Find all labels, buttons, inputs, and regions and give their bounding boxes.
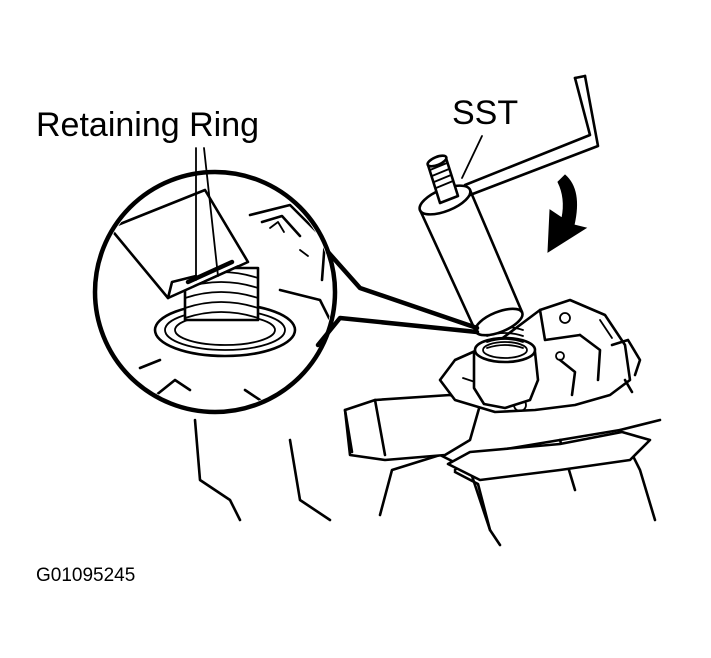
sst-label: SST [452,94,519,132]
rotation-arrow [547,174,588,253]
sst-tool [418,74,600,349]
figure-id: G01095245 [36,565,136,586]
transmission-case [193,298,662,547]
detail-magnifier [92,147,480,415]
retaining-ring-label: Retaining Ring [36,106,260,144]
